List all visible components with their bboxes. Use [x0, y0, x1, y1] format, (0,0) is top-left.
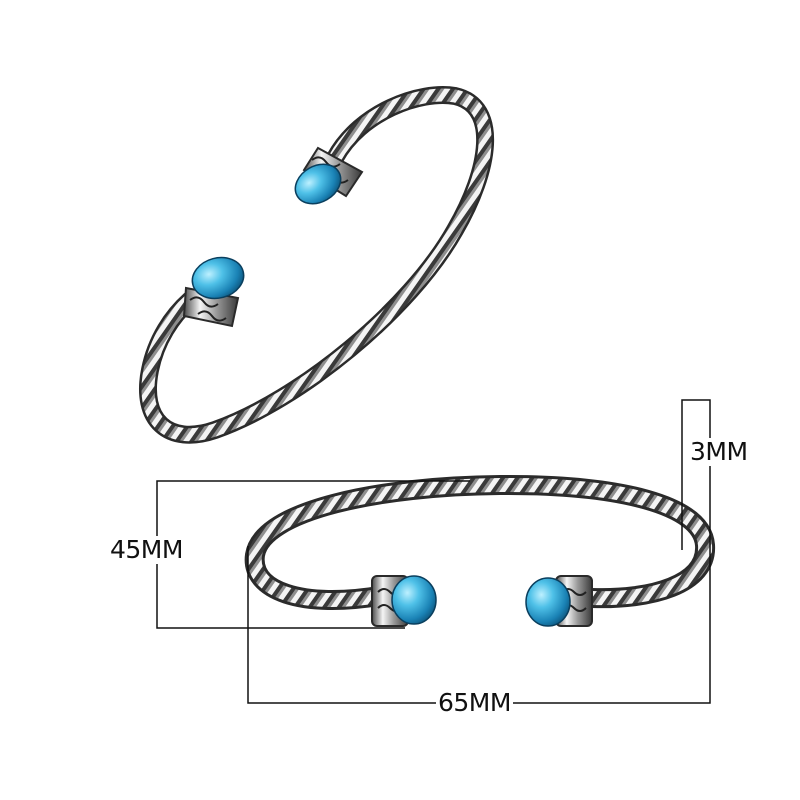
- height-dimension-label: 45MM: [108, 535, 185, 564]
- gem-stone-left: [391, 575, 437, 625]
- gem-stone-lower: [191, 256, 245, 300]
- top-view-bracelet: [139, 86, 494, 444]
- width-dimension-line: [247, 399, 711, 704]
- gem-stone-right: [525, 577, 571, 627]
- thickness-dimension-label: 3MM: [688, 437, 750, 466]
- gem-stone-upper: [294, 163, 342, 205]
- width-dimension-label: 65MM: [436, 688, 513, 717]
- dimension-lines: [156, 399, 711, 704]
- front-view-bracelet: [244, 474, 715, 627]
